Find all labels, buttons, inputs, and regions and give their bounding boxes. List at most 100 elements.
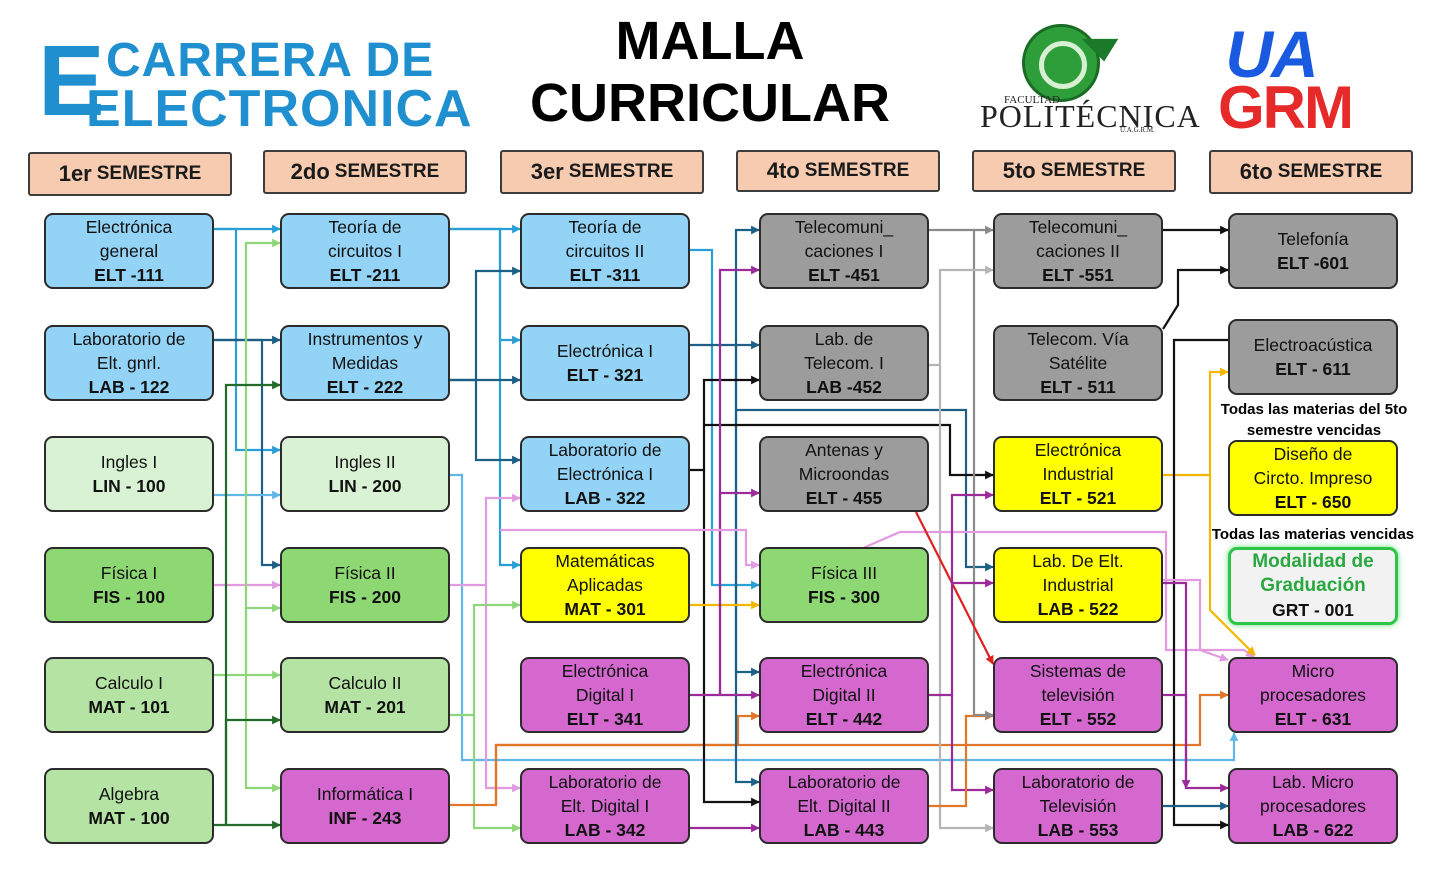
semester-word: SEMESTRE xyxy=(568,161,674,182)
course-lab-452: Lab. de Telecom. I LAB -452 xyxy=(759,325,929,401)
prerequisite-arrow-53 xyxy=(1162,265,1229,330)
course-fis-200: Física II FIS - 200 xyxy=(280,547,450,623)
course-elt-442: Electrónica Digital II ELT - 442 xyxy=(759,657,929,733)
course-name: Telecomuni_ caciones II xyxy=(1028,217,1128,261)
course-code: LAB -452 xyxy=(806,377,882,397)
prerequisite-arrow-16 xyxy=(450,227,521,345)
politecnica-facultad: FACULTAD xyxy=(1004,94,1060,106)
course-elt-311: Teoría de circuitos II ELT -311 xyxy=(520,213,690,289)
course-elt-650: Diseño de Circto. Impreso ELT - 650 xyxy=(1228,440,1398,516)
course-code: ELT - 631 xyxy=(1274,709,1352,729)
course-name: Física II xyxy=(334,563,396,583)
course-code: LAB - 522 xyxy=(1037,599,1119,619)
course-code: ELT - 341 xyxy=(566,709,644,729)
course-name: Física I xyxy=(100,563,158,583)
semester-word: SEMESTRE xyxy=(334,161,440,182)
title-line2: CURRICULAR xyxy=(530,73,890,133)
course-mat-201: Calculo II MAT - 201 xyxy=(280,657,450,733)
semester-word: SEMESTRE xyxy=(1277,161,1383,182)
course-code: ELT - 442 xyxy=(805,709,883,729)
course-lab-553: Laboratorio de Televisión LAB - 553 xyxy=(993,768,1163,844)
prerequisite-arrow-45 xyxy=(938,365,994,833)
course-name: Electrónica general xyxy=(85,217,173,261)
prerequisite-arrow-57 xyxy=(1163,581,1229,793)
course-lin-200: Ingles II LIN - 200 xyxy=(280,436,450,512)
course-elt-521: Electrónica Industrial ELT - 521 xyxy=(993,436,1163,512)
course-code: ELT - 552 xyxy=(1039,709,1117,729)
course-code: MAT - 100 xyxy=(88,808,170,828)
prerequisite-arrow-47 xyxy=(915,511,994,665)
course-code: LAB - 553 xyxy=(1037,820,1119,840)
prerequisite-arrow-38 xyxy=(718,265,760,695)
prerequisite-arrow-30 xyxy=(734,345,760,677)
prerequisite-arrow-41 xyxy=(500,528,760,570)
facultad-politecnica-logo: POLITÉCNICA FACULTAD U.A.G.R.M. xyxy=(978,20,1200,134)
course-lab-342: Laboratorio de Elt. Digital I LAB - 342 xyxy=(520,768,690,844)
semester-number: 1er xyxy=(58,161,92,186)
course-code: GRT - 001 xyxy=(1272,600,1354,620)
prerequisite-arrow-20 xyxy=(450,473,1239,762)
course-elt-455: Antenas y Microondas ELT - 455 xyxy=(759,436,929,512)
course-elt-211: Teoría de circuitos I ELT -211 xyxy=(280,213,450,289)
prerequisite-arrow-43 xyxy=(972,230,994,720)
course-name: Ingles II xyxy=(334,452,396,472)
course-elt-511: Telecom. Vía Satélite ELT - 511 xyxy=(993,325,1163,401)
course-elt-321: Electrónica I ELT - 321 xyxy=(520,325,690,401)
course-code: ELT -111 xyxy=(94,265,164,285)
prerequisite-arrow-35 xyxy=(704,423,994,480)
course-code: FIS - 200 xyxy=(329,587,401,607)
prerequisite-arrow-54 xyxy=(1163,367,1229,477)
semester-word: SEMESTRE xyxy=(96,163,202,184)
course-elt-601: Telefonía ELT -601 xyxy=(1228,213,1398,289)
note-fifth-semester: Todas las materias del 5to semestre venc… xyxy=(1220,401,1408,439)
course-name: Telecomuni_ caciones I xyxy=(794,217,894,261)
uagrm-logo-ua: UA xyxy=(1225,17,1318,91)
course-code: ELT - 455 xyxy=(805,488,883,508)
politecnica-sub: U.A.G.R.M. xyxy=(1120,126,1155,134)
politecnica-emblem-icon xyxy=(1022,24,1100,102)
prerequisite-arrow-48 xyxy=(929,490,994,697)
course-name: Micro procesadores xyxy=(1259,661,1367,705)
course-lab-443: Laboratorio de Elt. Digital II LAB - 443 xyxy=(759,768,929,844)
prerequisite-arrow-8 xyxy=(244,238,281,675)
course-name: Algebra xyxy=(98,784,160,804)
prerequisite-arrow-15 xyxy=(498,229,521,570)
prerequisite-arrow-4 xyxy=(214,338,281,570)
prerequisite-arrow-55 xyxy=(1208,475,1256,656)
course-lab-522: Lab. De Elt. Industrial LAB - 522 xyxy=(993,547,1163,623)
course-elt-341: Electrónica Digital I ELT - 341 xyxy=(520,657,690,733)
carrera-logo-line1: CARRERA DE xyxy=(106,34,435,87)
prerequisite-arrow-27 xyxy=(690,248,760,590)
title-line1: MALLA xyxy=(615,11,805,71)
course-elt-451: Telecomuni_ caciones I ELT -451 xyxy=(759,213,929,289)
course-fis-100: Física I FIS - 100 xyxy=(44,547,214,623)
carrera-electronica-logo: E CARRERA DE ELECTRONICA xyxy=(36,30,472,136)
uagrm-logo-grm: GRM xyxy=(1218,74,1354,141)
course-mat-301: Matemáticas Aplicadas MAT - 301 xyxy=(520,547,690,623)
course-name: Electrónica I xyxy=(556,341,654,361)
prerequisite-arrow-10 xyxy=(244,675,281,793)
semester-word: SEMESTRE xyxy=(1040,160,1146,181)
course-code: INF - 243 xyxy=(328,808,402,828)
prerequisite-arrow-21 xyxy=(450,493,521,587)
semester-number: 6to xyxy=(1239,159,1273,184)
prerequisite-arrow-17 xyxy=(450,266,521,382)
course-elt-631: Micro procesadores ELT - 631 xyxy=(1228,657,1398,733)
course-grt-001: Modalidad de Graduación GRT - 001 xyxy=(1228,547,1398,625)
course-name: Electroacústica xyxy=(1253,335,1373,355)
prerequisite-arrow-9 xyxy=(244,603,281,675)
course-elt-611: Electroacústica ELT - 611 xyxy=(1228,319,1398,395)
course-code: ELT -451 xyxy=(808,265,880,285)
course-name: Laboratorio de Elt. gnrl. xyxy=(72,329,186,373)
course-code: ELT -551 xyxy=(1042,265,1114,285)
course-name: Teoría de circuitos II xyxy=(565,217,645,261)
note-all-courses: Todas las materias vencidas xyxy=(1211,526,1415,543)
course-code: ELT - 321 xyxy=(566,365,644,385)
prerequisite-arrow-39 xyxy=(718,488,760,695)
course-name: Electrónica Industrial xyxy=(1034,440,1122,484)
prerequisite-arrow-46 xyxy=(862,530,1255,658)
